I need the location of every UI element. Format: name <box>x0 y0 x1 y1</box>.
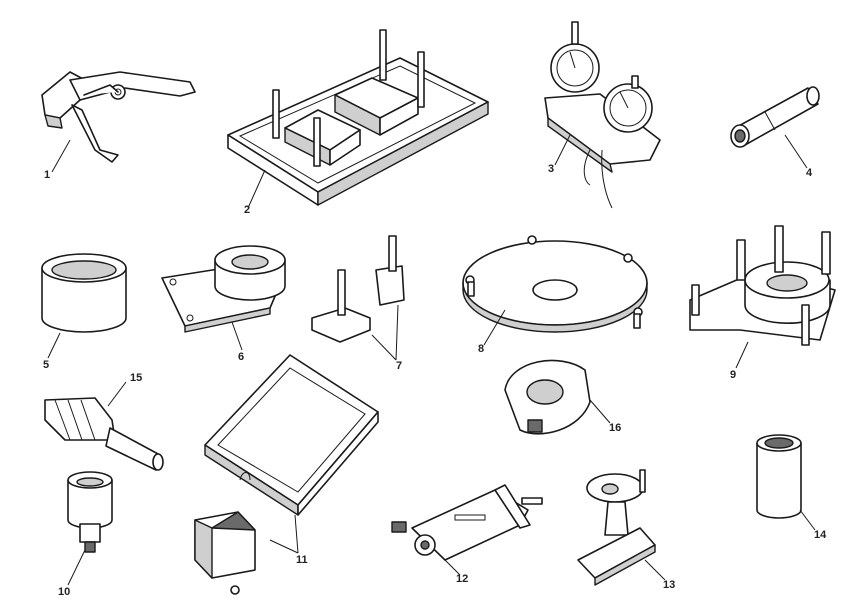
tool-16-sprocket-holder <box>504 359 611 435</box>
callout-15: 15 <box>130 372 142 384</box>
callout-11: 11 <box>296 554 308 566</box>
callout-1: 1 <box>44 169 50 181</box>
callout-14: 14 <box>814 529 827 541</box>
tool-11-box-bracket <box>194 354 379 595</box>
callout-4: 4 <box>806 167 813 179</box>
callout-10: 10 <box>58 586 70 598</box>
tool-6-plate-bushing <box>161 245 286 351</box>
callout-16: 16 <box>609 422 621 434</box>
callout-3: 3 <box>548 163 554 175</box>
callout-numbers: 1 2 3 4 5 6 7 8 9 10 11 12 13 14 15 16 <box>43 163 827 598</box>
tool-10-socket <box>67 471 113 586</box>
tool-4-tube <box>730 86 820 169</box>
tool-12-angle-bracket <box>391 484 543 576</box>
tool-2-tray-fixture <box>227 29 489 209</box>
callout-2: 2 <box>244 204 250 216</box>
callout-13: 13 <box>663 579 675 591</box>
tool-15-threaded-puller <box>44 381 164 471</box>
tool-1-lever-clamp <box>41 71 196 173</box>
callout-7: 7 <box>396 360 402 372</box>
callout-6: 6 <box>238 351 244 363</box>
tool-7-pin-pair <box>311 235 405 361</box>
tool-13-t-handle <box>577 469 666 586</box>
tool-14-sleeve <box>756 434 816 531</box>
tool-9-stud-fixture <box>689 225 836 369</box>
callout-8: 8 <box>478 343 484 355</box>
callout-9: 9 <box>730 369 736 381</box>
tool-3-dial-gauge-fixture <box>544 21 661 209</box>
callout-12: 12 <box>456 573 468 585</box>
tool-8-round-plate <box>462 235 648 346</box>
callout-5: 5 <box>43 359 49 371</box>
tool-5-ring <box>41 253 127 359</box>
